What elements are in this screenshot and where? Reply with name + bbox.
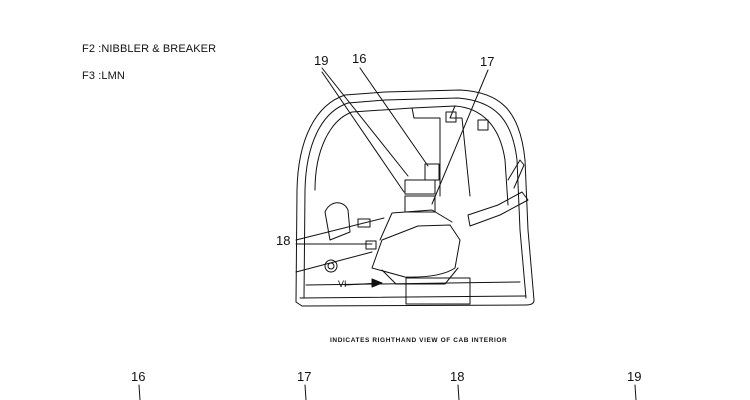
- leader-18: [295, 217, 385, 273]
- callout-18: 18: [276, 233, 291, 248]
- small-switch-2: [365, 240, 377, 250]
- lever: [507, 159, 525, 189]
- small-switch: [357, 218, 371, 228]
- left-armrest: [324, 202, 351, 241]
- view-label: VI: [338, 279, 347, 289]
- bottom-label-17: 17: [297, 369, 312, 384]
- bottom-leader-17: [304, 384, 307, 400]
- note-f3: F3 :LMN: [82, 70, 125, 82]
- bottom-leader-16: [138, 384, 141, 400]
- figure-caption: INDICATES RIGHTHAND VIEW OF CAB INTERIOR: [330, 337, 508, 344]
- leader-19: [321, 67, 409, 193]
- bottom-label-18: 18: [450, 369, 465, 384]
- leader-16: [359, 67, 429, 167]
- bottom-leader-18: [457, 384, 460, 400]
- switch-panel: [477, 119, 489, 131]
- leader-17: [431, 69, 489, 205]
- side-panel: [445, 111, 457, 123]
- control-box: [424, 163, 440, 181]
- bottom-label-19: 19: [627, 369, 642, 384]
- callout-16: 16: [352, 51, 367, 66]
- rear-pillar: [411, 107, 441, 197]
- cab-inner-frame: [303, 97, 527, 299]
- cab-outer-shell: [295, 89, 535, 307]
- note-f2: F2 :NIBBLER & BREAKER: [82, 43, 217, 55]
- seat-pedestal: [405, 277, 471, 305]
- seat-base: [381, 267, 459, 285]
- right-console: [467, 191, 529, 227]
- callout-19: 19: [314, 53, 329, 68]
- window-frame: [314, 105, 509, 206]
- seat-cushion: [371, 224, 461, 278]
- bottom-leader-19: [634, 384, 637, 400]
- bottom-label-16: 16: [131, 369, 146, 384]
- view-arrow-head: [371, 278, 383, 288]
- pedal-knob: [324, 259, 338, 273]
- callout-17: 17: [480, 54, 495, 69]
- console-lower: [404, 195, 436, 213]
- console-upper: [404, 179, 436, 195]
- floor-edge: [299, 295, 527, 299]
